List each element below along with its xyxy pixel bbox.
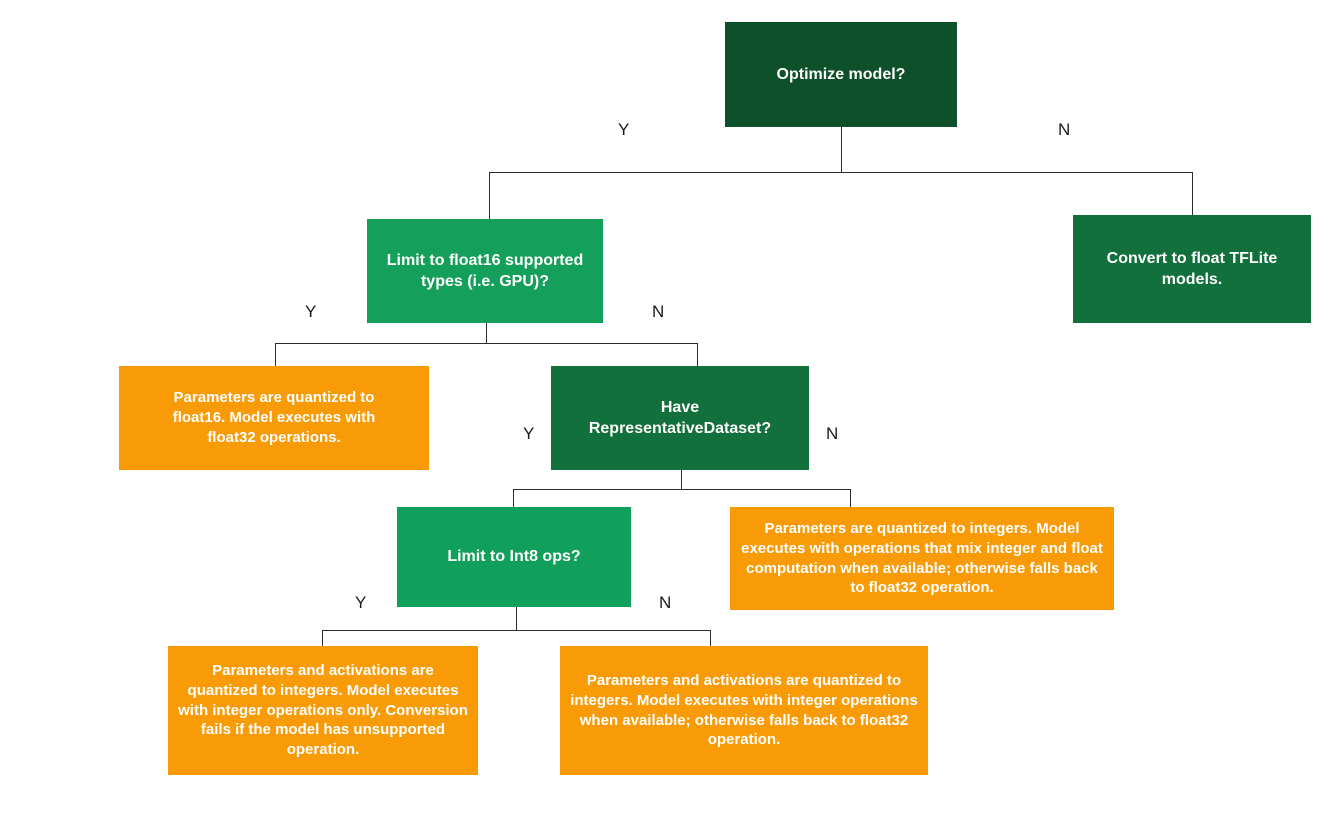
branch-label-lvl2-no: N: [652, 302, 665, 321]
connector-e-float16-to-yes: [275, 343, 276, 366]
node-convert-float-tflite[interactable]: Convert to float TFLite models.: [1073, 215, 1311, 323]
branch-label-lvl3-no: N: [826, 424, 839, 443]
connector-e-optimize-stem: [841, 127, 842, 172]
branch-label-lvl4-yes: Y: [355, 593, 367, 612]
connector-e-repdata-to-yes: [513, 489, 514, 507]
node-params-int-mixed[interactable]: Parameters are quantized to integers. Mo…: [730, 507, 1114, 610]
connector-e-int8-bus: [322, 630, 710, 631]
connector-e-optimize-to-yes: [489, 172, 490, 219]
connector-e-int8-to-yes: [322, 630, 323, 646]
node-params-int-only[interactable]: Parameters and activations are quantized…: [168, 646, 478, 775]
connector-e-repdata-bus: [513, 489, 850, 490]
node-have-representative-dataset[interactable]: Have RepresentativeDataset?: [551, 366, 809, 470]
connector-e-int8-stem: [516, 607, 517, 630]
node-params-float16[interactable]: Parameters are quantized to float16. Mod…: [119, 366, 429, 470]
connector-e-float16-stem: [486, 323, 487, 343]
connector-e-int8-to-no: [710, 630, 711, 646]
branch-label-lvl2-yes: Y: [305, 302, 317, 321]
connector-e-float16-bus: [275, 343, 697, 344]
node-limit-float16[interactable]: Limit to float16 supported types (i.e. G…: [367, 219, 603, 323]
connector-e-float16-to-no: [697, 343, 698, 366]
branch-label-lvl1-no: N: [1058, 120, 1071, 139]
branch-label-lvl4-no: N: [659, 593, 672, 612]
connector-e-optimize-to-no: [1192, 172, 1193, 215]
connector-e-repdata-stem: [681, 470, 682, 489]
connector-e-optimize-bus: [489, 172, 1192, 173]
node-params-int-fallback[interactable]: Parameters and activations are quantized…: [560, 646, 928, 775]
node-optimize-model[interactable]: Optimize model?: [725, 22, 957, 127]
node-limit-int8-ops[interactable]: Limit to Int8 ops?: [397, 507, 631, 607]
connector-e-repdata-to-no: [850, 489, 851, 507]
branch-label-lvl1-yes: Y: [618, 120, 630, 139]
branch-label-lvl3-yes: Y: [523, 424, 535, 443]
